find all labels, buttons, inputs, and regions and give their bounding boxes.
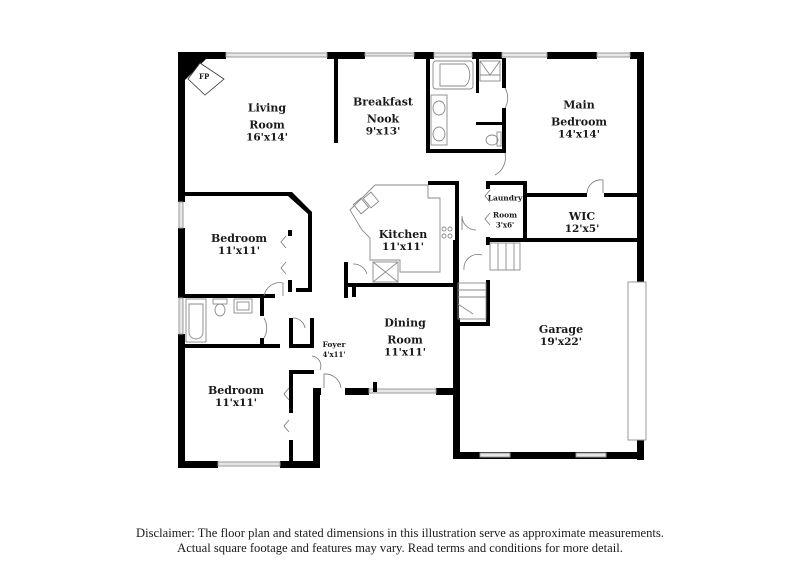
fireplace-label: FP [199,72,210,81]
room-name: Bedroom [210,232,268,246]
room-dimensions: 11'x11' [384,346,426,359]
room-wic: WIC 12'x5' [565,207,600,235]
room-breakfast-nook: Breakfast Nook 9'x13' [353,93,413,138]
room-dimensions: 4'x11' [322,349,346,359]
room-name: Garage [538,323,584,337]
room-dimensions: 11'x11' [382,240,424,253]
fixtures [185,60,521,343]
doors [263,87,604,433]
room-dimensions: 16'x14' [246,131,288,144]
room-living-room: Living Room 16'x14' [246,99,288,144]
room-name: Room [492,210,518,220]
room-name: Room [387,333,423,347]
room-dimensions: 12'x5' [564,222,600,235]
room-garage: Garage 19'x22' [539,320,583,348]
room-dimensions: 11'x11' [218,244,260,257]
room-name: WIC [568,210,596,224]
windows [178,52,647,467]
disclaimer: Disclaimer: The floor plan and stated di… [0,526,800,556]
room-bedroom-1: Bedroom 11'x11' [211,229,267,257]
disclaimer-line-2: Actual square footage and features may v… [177,541,623,555]
room-foyer: Foyer 4'x11' [322,334,345,358]
room-name: Nook [366,112,400,126]
room-name: Foyer [322,339,346,349]
room-bedroom-2: Bedroom 11'x11' [208,381,264,409]
room-name: Breakfast [353,95,413,109]
room-name: Living [247,101,287,115]
room-main-bedroom: Main Bedroom 14'x14' [551,96,607,141]
room-name: Laundry [487,193,523,203]
room-name: Main [563,98,595,112]
room-name: Bedroom [550,115,608,129]
room-dimensions: 9'x13' [365,125,401,138]
room-name: Kitchen [378,228,428,242]
disclaimer-line-1: Disclaimer: The floor plan and stated di… [136,526,664,540]
fireplace [185,59,225,96]
room-dimensions: 14'x14' [558,128,600,141]
room-dimensions: 11'x11' [215,396,257,409]
room-kitchen: Kitchen 11'x11' [379,225,428,253]
interior-walls [185,58,644,462]
room-name: Dining [384,316,426,330]
room-dimensions: 19'x22' [540,335,582,348]
room-dining-room: Dining Room 11'x11' [384,314,426,359]
room-name: Room [249,118,285,132]
room-dimensions: 3'x6' [495,220,515,230]
room-laundry: Laundry Room 3'x6' [487,188,523,230]
room-name: Bedroom [207,384,265,398]
